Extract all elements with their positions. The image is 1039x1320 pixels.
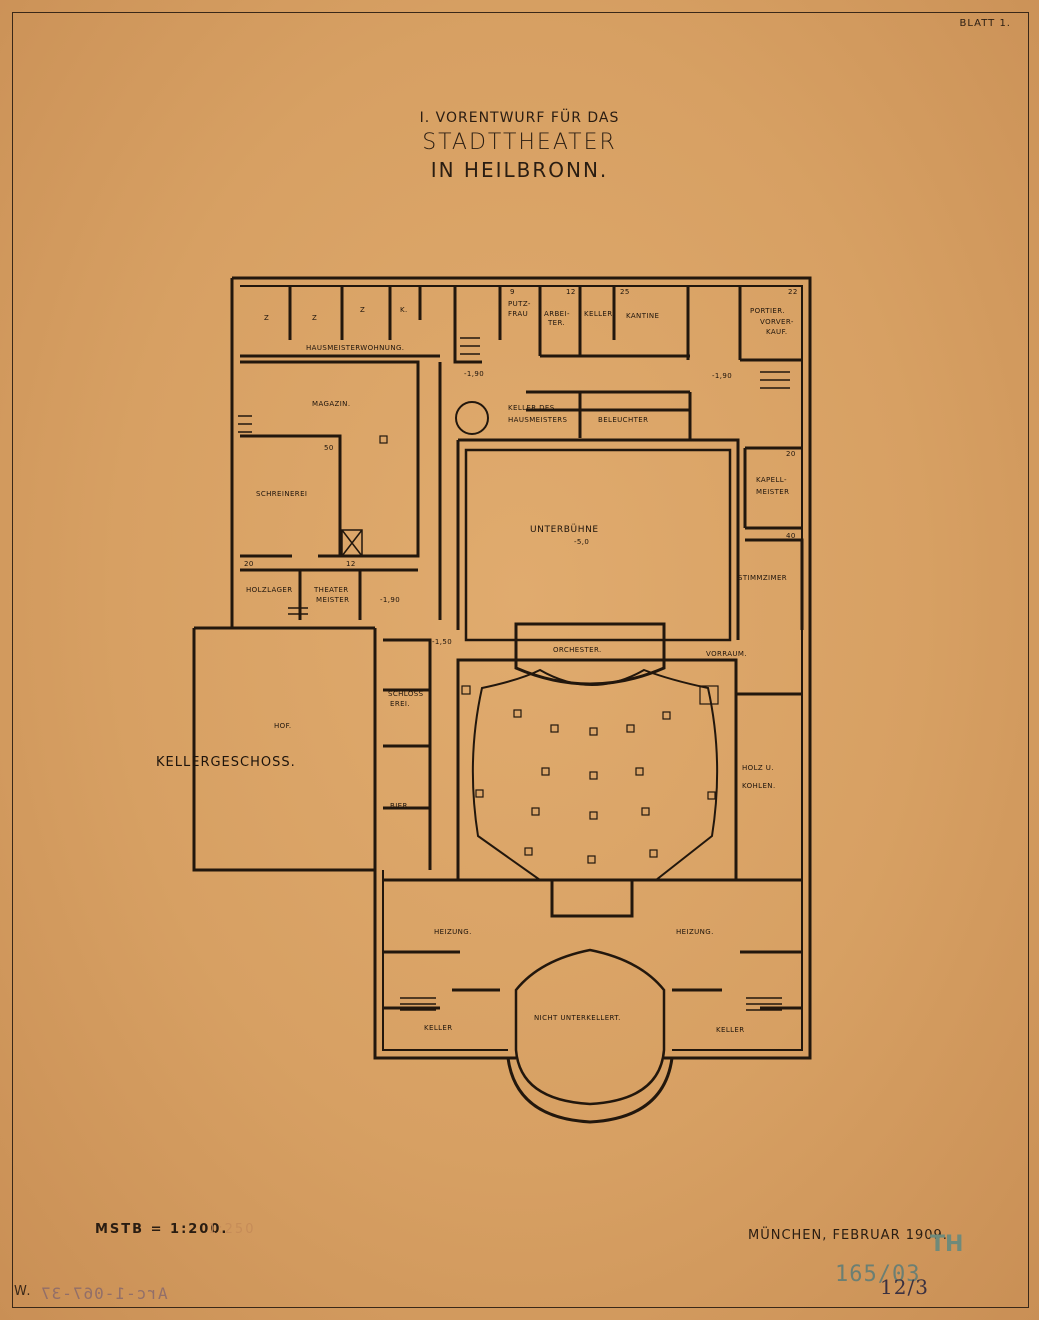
room-label-vorverkauf: VORVER-: [760, 318, 794, 326]
level-mark-3: -1,90: [380, 596, 400, 604]
room-label-arbeiter: ARBEI-: [544, 310, 570, 318]
room-label-putzfrau: PUTZ-: [508, 300, 531, 308]
level-mark-1: -1,90: [464, 370, 484, 378]
level-mark-2: -1,90: [712, 372, 732, 380]
heizung-top: [383, 878, 802, 918]
apse-outer: [506, 1057, 674, 1124]
orchestra-pit: [514, 622, 666, 686]
inventory-number-mirrored: Arc-1-067-37: [40, 1284, 168, 1303]
stairs: [238, 337, 790, 1011]
corridor-walls: [438, 362, 460, 630]
room-label-magazin: MAGAZIN.: [312, 400, 350, 408]
title-line-2: STADTTHEATER: [422, 130, 617, 155]
dim-25: 25: [620, 288, 630, 296]
room-label-bier: BIER: [390, 802, 408, 810]
room-label-keller-right: KELLER: [716, 1026, 745, 1034]
room-label-vorraum: VORRAUM.: [706, 650, 747, 658]
place-date: MÜNCHEN, FEBRUAR 1909.: [748, 1228, 948, 1243]
room-label-putzfrau-2: FRAU: [508, 310, 528, 318]
room-label-schreinerei: SCHREINEREI: [256, 490, 307, 498]
room-label-beleuchter: BELEUCHTER: [598, 416, 648, 424]
room-label-schlosserei-2: EREI.: [390, 700, 410, 708]
room-label-theatermeister-2: MEISTER: [316, 596, 349, 604]
room-label-vorverkauf-2: KAUF.: [766, 328, 788, 336]
owner-mark: W.: [14, 1284, 32, 1299]
dim-12b: 12: [346, 560, 356, 568]
dim-22: 22: [788, 288, 798, 296]
top-right-partitions: [453, 286, 742, 364]
sheet-number: BLATT 1.: [959, 18, 1011, 29]
room-label-k: K.: [400, 306, 408, 314]
drawing-label-kellergeschoss: KELLERGESCHOSS.: [156, 755, 296, 770]
room-label-theatermeister: THEATER: [313, 586, 349, 594]
room-label-arbeiter-2: TER.: [547, 319, 565, 327]
title-line-3: IN HEILBRONN.: [430, 158, 609, 182]
spiral-stair: [455, 401, 489, 435]
top-room-partitions: [288, 286, 422, 340]
room-label-schlosserei: SCHLOSS: [388, 690, 424, 698]
auditorium-bowl: [471, 668, 719, 881]
archive-stamp-number: 165/03: [835, 1262, 921, 1287]
level-mark-4: -1,50: [432, 638, 452, 646]
lift-shaft: [341, 529, 363, 557]
dim-50: 50: [324, 444, 334, 452]
auditorium-columns: [379, 435, 719, 864]
building-outline: [192, 276, 812, 1060]
room-label-holz: HOLZ U.: [742, 764, 774, 772]
dim-12: 12: [566, 288, 576, 296]
room-label-heizung-left: HEIZUNG.: [434, 928, 472, 936]
room-label-z2: Z: [312, 314, 317, 322]
room-label-hausmeisters: HAUSMEISTERS: [508, 416, 568, 424]
room-label-holzlager: HOLZLAGER: [246, 586, 293, 594]
pencil-number: 12/3: [880, 1275, 929, 1299]
dim-40: 40: [786, 532, 796, 540]
room-label-keller-des: KELLER DES: [508, 404, 555, 412]
scale-note: MSTB = 1:200.: [95, 1222, 229, 1237]
scale-note-faint: 1:250: [208, 1222, 256, 1237]
room-label-keller-left: KELLER: [424, 1024, 453, 1032]
title-line-1: I. VORENTWURF FÜR DAS: [419, 110, 620, 126]
keller-walls: [383, 988, 802, 1010]
room-label-hof: HOF.: [274, 722, 292, 730]
dim-9: 9: [510, 288, 515, 296]
room-label-unterbuehne: UNTERBÜHNE: [530, 524, 599, 535]
room-label-kapellmeister: KAPELL-: [756, 476, 787, 484]
dim-20b: 20: [786, 450, 796, 458]
room-label-heizung-right: HEIZUNG.: [676, 928, 714, 936]
apse: [514, 948, 666, 1106]
room-label-hausmeisterwohnung: HAUSMEISTERWOHNUNG.: [306, 344, 404, 352]
top-corridor-wall: [540, 354, 802, 362]
room-label-kapellmeister-2: MEISTER: [756, 488, 789, 496]
dim-20a: 20: [244, 560, 254, 568]
room-label-keller-small: KELLER: [584, 310, 613, 318]
room-label-stimmzimmer: STIMMZIMER: [738, 574, 787, 582]
stimmzimmer-walls: [745, 538, 804, 630]
sheet-border: [12, 12, 1029, 1308]
room-label-nicht-unterkellert: NICHT UNTERKELLERT.: [534, 1014, 621, 1022]
beleuchter-walls: [526, 390, 692, 440]
room-label-orchester: ORCHESTER.: [553, 646, 602, 654]
left-service-walls: [383, 638, 432, 870]
level-mark-stage: -5,0: [574, 538, 589, 546]
auditorium-block: [456, 658, 738, 882]
room-label-z1: Z: [264, 314, 269, 322]
room-label-kohlen: KOHLEN.: [742, 782, 776, 790]
magazin-walls: [240, 360, 420, 558]
stage-box: [464, 448, 732, 642]
stage-outer: [458, 438, 740, 640]
building-inner-outline: [240, 285, 803, 1051]
room-label-kantine: KANTINE: [626, 312, 659, 320]
archive-stamp-logo: TH: [930, 1232, 964, 1257]
holzlager-walls: [240, 568, 418, 620]
kapellmeister-walls: [743, 446, 802, 530]
room-label-portier: PORTIER.: [750, 307, 785, 315]
room-label-z3: Z: [360, 306, 365, 314]
